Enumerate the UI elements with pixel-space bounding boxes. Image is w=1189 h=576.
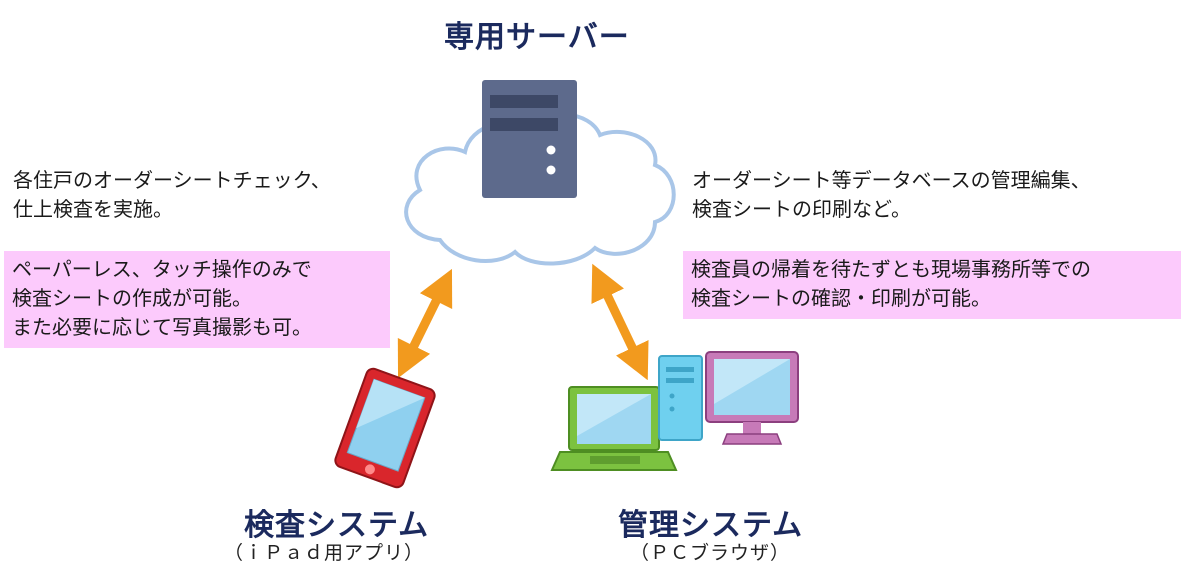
management-note-line: 検査員の帰着を待たずとも現場事務所等での (691, 257, 1091, 281)
inspection-description: 各住戸のオーダーシートチェック、 仕上検査を実施。 (13, 166, 331, 224)
management-description: オーダーシート等データベースの管理編集、 検査シートの印刷など。 (692, 166, 1091, 224)
management-benefit-note: 検査員の帰着を待たずとも現場事務所等での 検査シートの確認・印刷が可能。 (683, 251, 1181, 319)
management-description-line: オーダーシート等データベースの管理編集、 (692, 168, 1091, 192)
double-arrow-icon (591, 263, 649, 381)
inspection-description-line: 各住戸のオーダーシートチェック、 (13, 168, 331, 192)
management-note-line: 検査シートの確認・印刷が可能。 (691, 286, 991, 310)
server-icon (482, 80, 577, 198)
management-description-line: 検査シートの印刷など。 (692, 197, 911, 221)
double-arrow-icon (397, 268, 453, 379)
inspection-system-subtitle: （ｉＰａｄ用アプリ） (224, 542, 425, 564)
inspection-note-line: 検査シートの作成が可能。 (12, 286, 252, 310)
management-system-title: 管理システム (618, 508, 804, 543)
management-system-subtitle: （ＰＣブラウザ） (630, 542, 791, 564)
laptop-icon (550, 386, 678, 471)
inspection-description-line: 仕上検査を実施。 (13, 197, 173, 221)
tablet-icon (334, 367, 436, 489)
inspection-note-line: また必要に応じて写真撮影も可。 (12, 315, 312, 339)
desktop-pc-icon (658, 351, 799, 445)
server-title: 専用サーバー (444, 20, 630, 55)
inspection-note-line: ペーパーレス、タッチ操作のみで (12, 257, 312, 281)
inspection-benefit-note: ペーパーレス、タッチ操作のみで 検査シートの作成が可能。 また必要に応じて写真撮… (4, 251, 390, 348)
inspection-system-title: 検査システム (244, 508, 430, 543)
